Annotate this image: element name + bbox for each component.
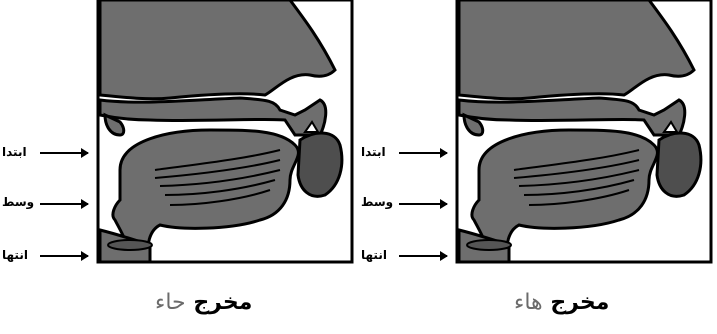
arrow-start bbox=[40, 152, 88, 154]
diagram-panel-haa-pharyngeal: ابتدا وسط انتها مخرج حاء bbox=[0, 0, 358, 334]
arrow-start bbox=[399, 152, 447, 154]
label-start: ابتدا bbox=[361, 145, 386, 159]
arrow-middle bbox=[399, 203, 447, 205]
diagram-panel-haa-glottal: ابتدا وسط انتها مخرج هاء bbox=[359, 0, 717, 334]
vocal-tract-cross-section bbox=[449, 0, 717, 270]
label-end: انتها bbox=[2, 248, 28, 262]
caption-haa: مخرج هاء bbox=[514, 290, 609, 315]
label-start: ابتدا bbox=[2, 145, 27, 159]
label-middle: وسط bbox=[361, 195, 393, 209]
caption-prefix: مخرج bbox=[550, 290, 609, 315]
caption-prefix: مخرج bbox=[193, 290, 252, 315]
arrow-middle bbox=[40, 203, 88, 205]
label-middle: وسط bbox=[2, 195, 34, 209]
arrow-end bbox=[40, 255, 88, 257]
arrow-end bbox=[399, 255, 447, 257]
caption-letter: هاء bbox=[514, 290, 543, 315]
label-end: انتها bbox=[361, 248, 387, 262]
vocal-tract-cross-section bbox=[90, 0, 360, 270]
caption-haa: مخرج حاء bbox=[155, 290, 252, 315]
caption-letter: حاء bbox=[155, 290, 186, 315]
